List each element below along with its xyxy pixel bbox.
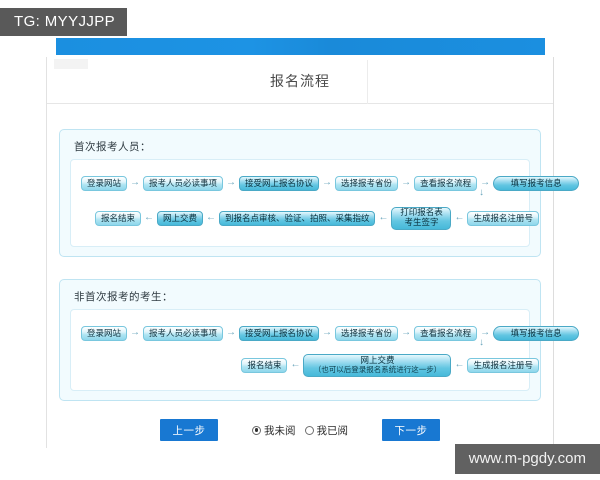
- flow-row-top: 登录网站 → 报考人员必读事项 → 接受网上报名协议 → 选择报考省份 → 查看…: [71, 170, 580, 196]
- flow-node-accept-agreement[interactable]: 接受网上报名协议: [239, 175, 320, 191]
- arrow-right-icon: →: [322, 177, 333, 188]
- flow-node-print-form-line2: 考生签字: [404, 217, 439, 227]
- flow-node-must-read[interactable]: 报考人员必读事项: [143, 325, 224, 341]
- flow-row-top: 登录网站 → 报考人员必读事项 → 接受网上报名协议 → 选择报考省份 → 查看…: [71, 320, 580, 346]
- title-divider: [367, 60, 368, 104]
- read-confirmation-group: 我未阅 我已阅: [252, 423, 348, 438]
- flow-section-repeat: 非首次报考的考生： 登录网站 → 报考人员必读事项 → 接受网上报名协议 → 选…: [59, 279, 580, 401]
- flow-node-accept-agreement[interactable]: 接受网上报名协议: [239, 325, 320, 341]
- content-sheet: 报名流程 首次报考人员： 登录网站 → 报考人员必读事项 → 接受网上报名协议 …: [46, 57, 580, 448]
- tg-badge: TG: MYYJJPP: [0, 8, 128, 36]
- arrow-left-icon: ←: [378, 212, 389, 223]
- flow-node-online-payment[interactable]: 网上交费: [156, 210, 203, 226]
- arrow-left-icon: ←: [454, 212, 465, 223]
- arrow-left-icon: ←: [290, 359, 301, 370]
- next-step-button[interactable]: 下一步: [382, 419, 440, 441]
- flow-node-view-process[interactable]: 查看报名流程: [414, 325, 478, 341]
- arrow-right-icon: →: [401, 177, 412, 188]
- arrow-left-icon: ←: [143, 212, 154, 223]
- arrow-down-icon: ↓: [479, 187, 484, 198]
- flow-section-first-time: 首次报考人员： 登录网站 → 报考人员必读事项 → 接受网上报名协议 → 选择报…: [59, 129, 580, 257]
- flow-node-generate-number[interactable]: 生成报名注册号: [467, 357, 539, 373]
- arrow-right-icon: →: [130, 177, 141, 188]
- top-blue-bar: [56, 38, 545, 55]
- flow-row-bottom: 报名结束 ← 网上交费 ← 到报名点审核、验证、拍照、采集指纹 ← 打印报名表 …: [71, 205, 539, 231]
- arrow-right-icon: →: [322, 327, 333, 338]
- flow-node-onsite-verify[interactable]: 到报名点审核、验证、拍照、采集指纹: [218, 210, 376, 226]
- footer-controls: 上一步 我未阅 我已阅 下一步: [47, 415, 553, 445]
- radio-unread-indicator[interactable]: [252, 425, 261, 435]
- flow-node-fill-info[interactable]: 填写报考信息: [493, 175, 580, 191]
- flow-node-login[interactable]: 登录网站: [81, 175, 128, 191]
- tab-placeholder: [54, 59, 88, 69]
- section-body: 登录网站 → 报考人员必读事项 → 接受网上报名协议 → 选择报考省份 → 查看…: [70, 309, 580, 391]
- flow-node-print-form-line1: 打印报名表: [400, 207, 443, 218]
- arrow-right-icon: →: [401, 327, 412, 338]
- flow-node-select-province[interactable]: 选择报考省份: [335, 175, 399, 191]
- prev-step-button[interactable]: 上一步: [160, 419, 218, 441]
- flow-node-print-form[interactable]: 打印报名表 考生签字: [391, 206, 452, 230]
- flow-row-bottom: 报名结束 ← 网上交费 （也可以后登录报名系统进行这一步） ← 生成报名注册号: [71, 352, 551, 378]
- arrow-right-icon: →: [226, 177, 237, 188]
- flow-node-login[interactable]: 登录网站: [81, 325, 128, 341]
- radio-option-unread[interactable]: 我未阅: [252, 423, 296, 438]
- title-bar: 报名流程: [47, 57, 553, 104]
- section-heading: 首次报考人员：: [74, 141, 151, 153]
- radio-read-label: 我已阅: [316, 424, 349, 437]
- section-heading: 非首次报考的考生：: [74, 291, 173, 303]
- arrow-right-icon: →: [226, 327, 237, 338]
- page-container: 报名流程 首次报考人员： 登录网站 → 报考人员必读事项 → 接受网上报名协议 …: [46, 38, 580, 448]
- radio-option-read[interactable]: 我已阅: [304, 423, 349, 438]
- arrow-right-icon: →: [480, 327, 491, 338]
- flow-node-online-payment-note: （也可以后登录报名系统进行这一步）: [313, 364, 442, 374]
- flow-node-view-process[interactable]: 查看报名流程: [414, 175, 478, 191]
- flow-node-select-province[interactable]: 选择报考省份: [335, 325, 399, 341]
- arrow-right-icon: →: [480, 177, 491, 188]
- watermark: www.m-pgdy.com: [454, 444, 600, 474]
- flow-node-online-payment[interactable]: 网上交费 （也可以后登录报名系统进行这一步）: [303, 353, 452, 377]
- arrow-down-icon: ↓: [479, 337, 484, 348]
- arrow-right-icon: →: [130, 327, 141, 338]
- flow-node-fill-info[interactable]: 填写报考信息: [493, 325, 580, 341]
- radio-read-indicator[interactable]: [304, 425, 314, 435]
- flow-node-registration-end[interactable]: 报名结束: [241, 357, 288, 373]
- flow-node-generate-number[interactable]: 生成报名注册号: [467, 210, 539, 226]
- flow-node-must-read[interactable]: 报考人员必读事项: [143, 175, 224, 191]
- page-title: 报名流程: [270, 73, 330, 89]
- arrow-left-icon: ←: [454, 359, 465, 370]
- radio-unread-label: 我未阅: [264, 424, 296, 437]
- flow-node-online-payment-title: 网上交费: [360, 354, 395, 365]
- flow-node-registration-end[interactable]: 报名结束: [94, 210, 141, 226]
- arrow-left-icon: ←: [205, 212, 216, 223]
- section-body: 登录网站 → 报考人员必读事项 → 接受网上报名协议 → 选择报考省份 → 查看…: [70, 159, 580, 247]
